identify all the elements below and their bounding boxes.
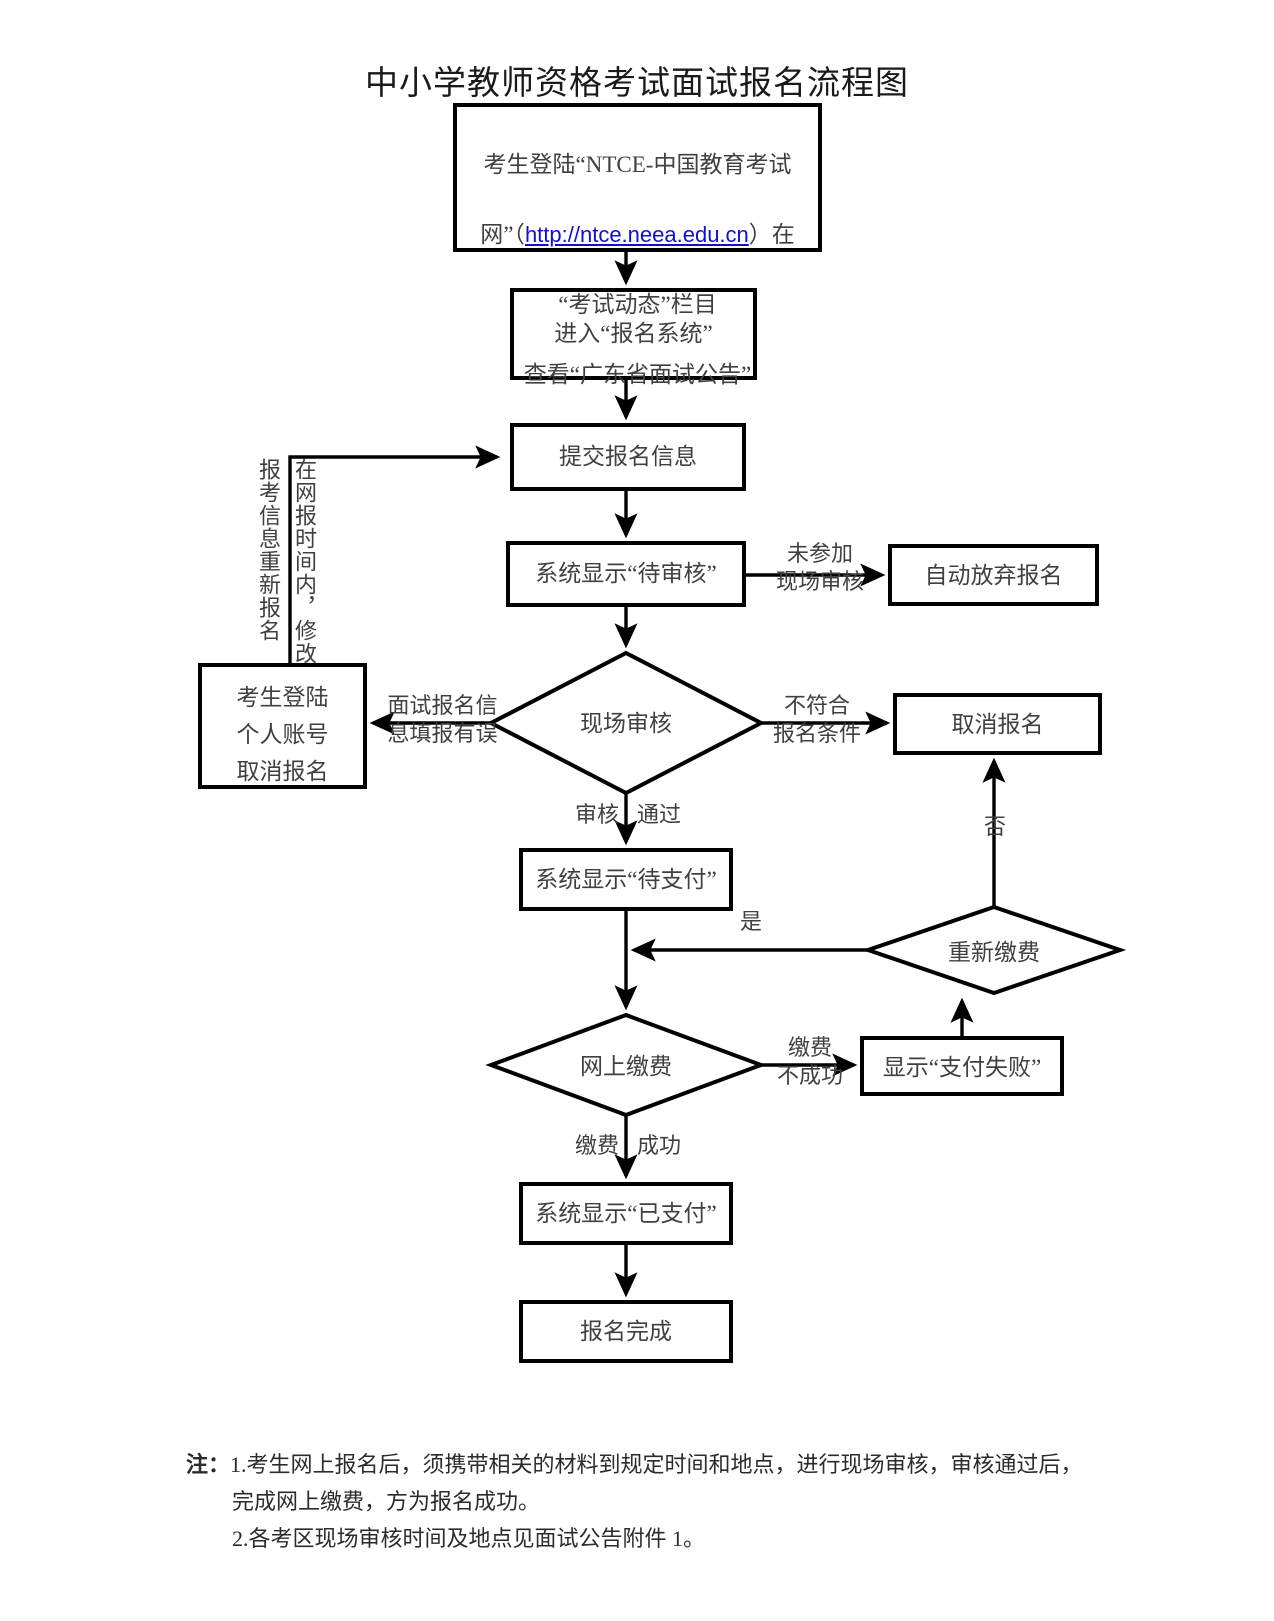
node-enter-system-box <box>510 288 757 380</box>
note-1-number: 1. <box>230 1452 247 1477</box>
node-paid-box <box>519 1182 733 1245</box>
footer-notes: 注：1.考生网上报名后，须携带相关的材料到规定时间和地点，进行现场审核，审核通过… <box>186 1446 1256 1557</box>
note-2-number: 2. <box>232 1526 249 1551</box>
edge-label-no-onsite-review: 未参加 现场审核 <box>775 541 864 594</box>
edge-label-payment-fail: 缴费 不成功 <box>776 1035 843 1088</box>
node-cancel-registration-box <box>893 693 1102 755</box>
note-1-line-1: 考生网上报名后，须携带相关的材料到规定时间和地点，进行现场审核，审核通过后， <box>246 1452 1083 1477</box>
node-payment-failed-box <box>860 1036 1064 1096</box>
edge-label-loop-inner: 在网报时间内，修改 <box>292 458 317 665</box>
note-item-2: 2.各考区现场审核时间及地点见面试公告附件 1。 <box>186 1520 1256 1557</box>
node-pending-review-box <box>506 541 746 607</box>
node-submit-info-box <box>510 423 746 491</box>
note-1-line-2: 完成网上缴费，方为报名成功。 <box>232 1489 541 1514</box>
node-candidate-cancel-box <box>198 663 367 789</box>
notes-label: 注： <box>186 1452 231 1477</box>
page-title: 中小学教师资格考试面试报名流程图 <box>365 66 909 103</box>
note-2-line-1: 各考区现场审核时间及地点见面试公告附件 1。 <box>248 1526 706 1551</box>
node-pending-payment-box <box>519 848 733 911</box>
node-online-payment-diamond <box>485 1012 767 1118</box>
edge-label-payment-ok-right: 成功 <box>637 1133 682 1158</box>
edge-label-review-left: 审核 <box>574 802 619 827</box>
edge-label-payment-ok-left: 缴费 <box>574 1133 619 1158</box>
edge-label-loop-outer: 报考信息重新报名 <box>256 458 281 642</box>
edge-label-not-qualified: 不符合 报名条件 <box>772 693 861 746</box>
node-repay-diamond <box>861 904 1127 996</box>
edge-label-info-error: 面试报名信 息填报有误 <box>387 693 498 746</box>
node-auto-abandon-box <box>888 544 1099 606</box>
node-onsite-review-diamond <box>486 650 766 796</box>
edge-label-repay-no: 否 <box>983 814 1006 839</box>
edge-candidate-cancel-loop-to-submit <box>288 445 501 665</box>
node-login-site-box <box>453 103 822 252</box>
edge-label-repay-yes: 是 <box>739 909 762 934</box>
node-registration-done-box <box>519 1300 733 1363</box>
edge-label-review-right: 通过 <box>637 802 682 827</box>
note-item-1: 注：1.考生网上报名后，须携带相关的材料到规定时间和地点，进行现场审核，审核通过… <box>186 1446 1256 1483</box>
